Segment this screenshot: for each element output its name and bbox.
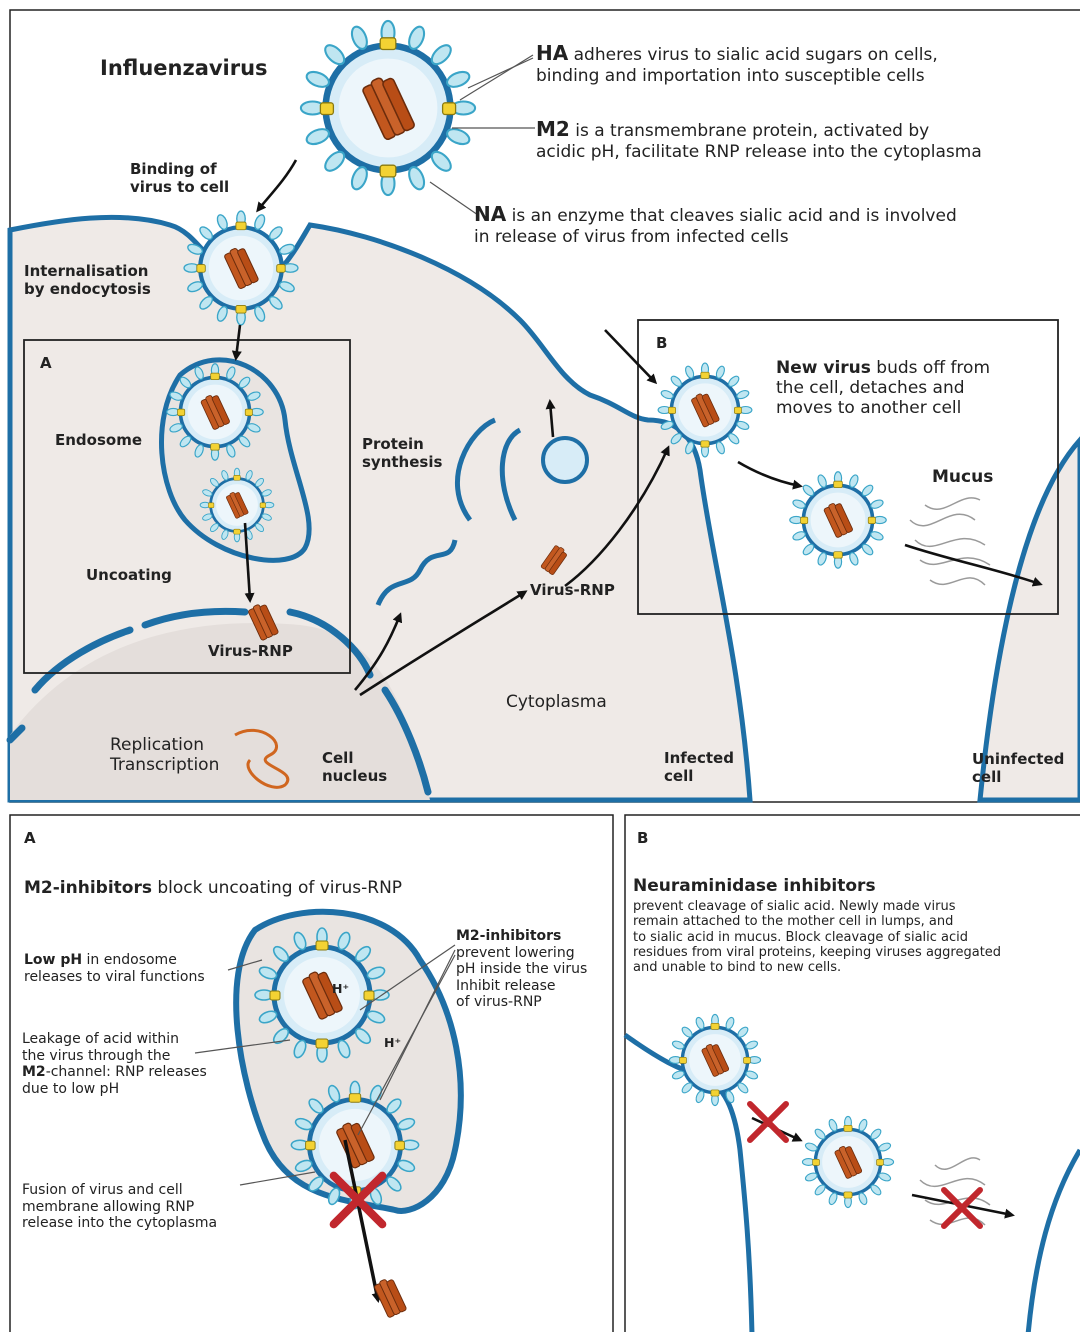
new-virus-description: New virus buds off from the cell, detach… <box>776 358 990 418</box>
uncoating-virus-icon <box>200 468 274 542</box>
panel-b-letter: B <box>637 830 648 848</box>
uncoating-label: Uncoating <box>86 567 172 585</box>
fusion-note: Fusion of virus and cell membrane allowi… <box>22 1182 217 1232</box>
panel-a-heading-rest: block uncoating of virus-RNP <box>152 878 402 898</box>
infected-cell-label: Infected cell <box>664 750 734 785</box>
h-plus-label-2: H⁺ <box>384 1036 401 1051</box>
inhib-bold: M2-inhibitors <box>456 928 561 944</box>
internalisation-label: Internalisation by endocytosis <box>24 263 151 298</box>
cell-nucleus-label: Cell nucleus <box>322 750 387 785</box>
mucus-label: Mucus <box>932 467 993 487</box>
ha-text: adheres virus to sialic acid sugars on c… <box>536 45 938 86</box>
budding-virus-icon <box>658 363 752 457</box>
box-a-letter: A <box>40 355 52 373</box>
panel-a-heading: M2-inhibitors block uncoating of virus-R… <box>24 878 402 898</box>
leak-bold: M2 <box>22 1064 46 1080</box>
panel-b-text: prevent cleavage of sialic acid. Newly m… <box>633 899 1001 976</box>
virus-rnp-label-a: Virus-RNP <box>208 643 293 661</box>
m2-text: is a transmembrane protein, activated by… <box>536 121 982 162</box>
uninfected-cell-label: Uninfected cell <box>972 751 1064 786</box>
replication-label: Replication Transcription <box>110 735 219 775</box>
leakage-note: Leakage of acid within the virus through… <box>22 1031 207 1097</box>
inhib-text: prevent lowering pH inside the virus Inh… <box>456 945 587 1011</box>
protein-synthesis-label: Protein synthesis <box>362 436 442 471</box>
ha-description: HA adheres virus to sialic acid sugars o… <box>536 42 938 86</box>
title-influenzavirus: Influenzavirus <box>100 56 268 81</box>
virus-rnp-label-mid: Virus-RNP <box>530 582 615 600</box>
leak-text-2: -channel: RNP releases due to low pH <box>22 1064 207 1097</box>
na-description: NA is an enzyme that cleaves sialic acid… <box>474 203 957 247</box>
na-key: NA <box>474 202 506 226</box>
panel-b-heading: Neuraminidase inhibitors <box>633 876 876 896</box>
panel-a-heading-bold: M2-inhibitors <box>24 878 152 898</box>
endosome-label: Endosome <box>55 432 142 450</box>
transport-vesicle <box>543 438 587 482</box>
panel-b-free-virus-icon <box>802 1116 893 1207</box>
low-ph-note: Low pH in endosome releases to viral fun… <box>24 952 205 985</box>
cytoplasma-label: Cytoplasma <box>506 692 607 712</box>
low-ph-bold: Low pH <box>24 952 82 968</box>
influenza-virus-icon <box>301 21 475 195</box>
box-b-letter: B <box>656 335 667 353</box>
m2-description: M2 is a transmembrane protein, activated… <box>536 118 982 162</box>
h-plus-label-1: H⁺ <box>332 982 349 997</box>
new-virus-bold: New virus <box>776 358 871 378</box>
panel-b-attached-virus-icon <box>669 1014 760 1105</box>
ha-key: HA <box>536 41 568 65</box>
virus-particle-icon <box>184 211 298 325</box>
virus-in-endosome-icon <box>167 364 263 460</box>
released-virus-icon <box>790 472 886 568</box>
leak-text-1: Leakage of acid within the virus through… <box>22 1031 179 1064</box>
binding-label: Binding of virus to cell <box>130 161 229 196</box>
na-text: is an enzyme that cleaves sialic acid an… <box>474 206 957 247</box>
m2-key: M2 <box>536 117 570 141</box>
panel-a-letter: A <box>24 830 36 848</box>
